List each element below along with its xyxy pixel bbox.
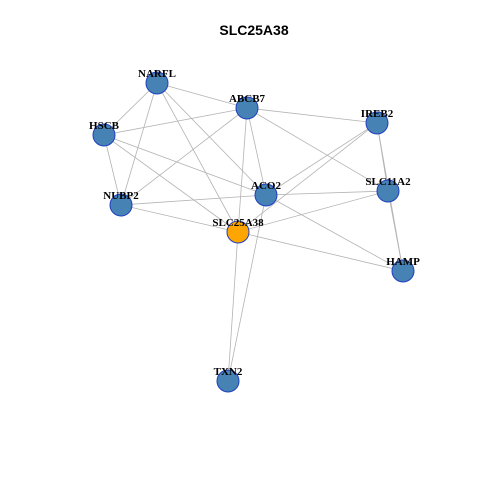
node-slc25a38[interactable] [226, 220, 250, 244]
node-label-slc25a38: SLC25A38 [212, 217, 264, 229]
edge-nubp2-aco2 [120, 194, 267, 206]
node-ireb2[interactable] [365, 111, 389, 135]
node-hscb[interactable] [92, 123, 116, 147]
edge-narfl-hscb [103, 82, 158, 136]
node-abcb7[interactable] [235, 96, 259, 120]
edge-abcb7-hscb [103, 107, 248, 136]
node-label-hamp: HAMP [386, 256, 420, 268]
node-label-hscb: HSCB [89, 120, 120, 132]
edge-slc11a2-slc25a38 [237, 190, 389, 233]
node-narfl[interactable] [145, 71, 169, 95]
edge-abcb7-nubp2 [120, 107, 248, 206]
node-aco2[interactable] [254, 183, 278, 207]
edge-narfl-abcb7 [156, 82, 248, 109]
graph-title: SLC25A38 [219, 22, 288, 38]
edge-hscb-aco2 [103, 134, 267, 196]
node-label-abcb7: ABCB7 [229, 93, 266, 105]
edge-hscb-slc25a38 [103, 134, 239, 233]
node-label-slc11a2: SLC11A2 [365, 176, 411, 188]
node-label-ireb2: IREB2 [361, 108, 394, 120]
edges-layer [103, 82, 404, 382]
node-label-aco2: ACO2 [251, 180, 281, 192]
edge-narfl-nubp2 [120, 82, 158, 206]
node-slc11a2[interactable] [376, 179, 400, 203]
node-hamp[interactable] [391, 259, 415, 283]
node-label-narfl: NARFL [138, 68, 176, 80]
nodes-layer [92, 71, 415, 393]
edge-abcb7-aco2 [246, 107, 267, 196]
edge-ireb2-slc25a38 [237, 122, 378, 233]
node-label-nubp2: NUBP2 [103, 190, 139, 202]
edge-nubp2-slc25a38 [120, 204, 239, 233]
edge-narfl-aco2 [156, 82, 267, 196]
edge-slc11a2-hamp [387, 190, 404, 272]
edge-narfl-slc25a38 [156, 82, 239, 233]
edge-abcb7-slc25a38 [237, 107, 248, 233]
edge-aco2-hamp [265, 194, 404, 272]
node-nubp2[interactable] [109, 193, 133, 217]
edge-ireb2-aco2 [265, 122, 378, 196]
node-label-txn2: TXN2 [214, 366, 243, 378]
node-txn2[interactable] [216, 369, 240, 393]
edge-abcb7-slc11a2 [246, 107, 389, 192]
edge-slc25a38-txn2 [227, 231, 239, 382]
edge-abcb7-ireb2 [246, 107, 378, 124]
edge-aco2-slc11a2 [265, 190, 389, 196]
edge-hscb-nubp2 [103, 134, 122, 206]
edge-slc25a38-hamp [237, 231, 404, 272]
